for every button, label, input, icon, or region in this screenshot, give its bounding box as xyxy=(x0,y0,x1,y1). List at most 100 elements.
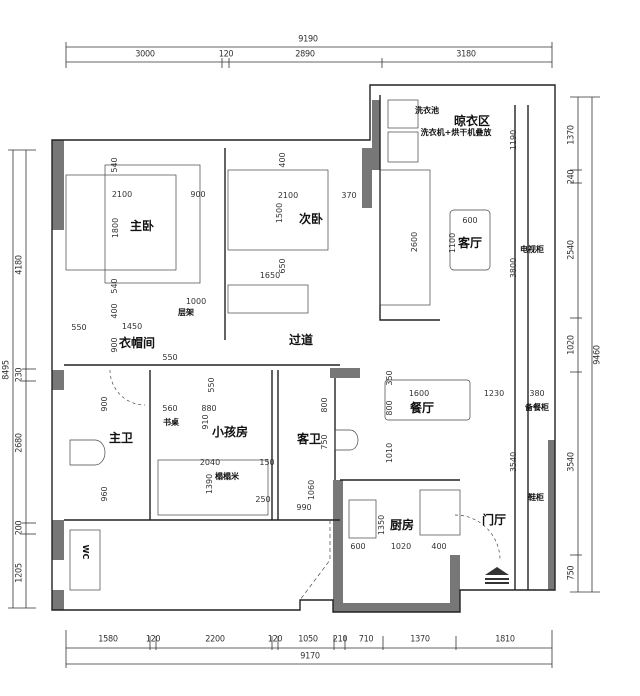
room-guest-bath: 客卫 xyxy=(296,432,322,446)
dim: 3540 xyxy=(509,451,518,473)
dim: 2040 xyxy=(199,458,221,467)
dim-bottom-4: 120 xyxy=(267,634,283,645)
dim: 2600 xyxy=(410,231,419,253)
dim-bottom-5: 1050 xyxy=(298,634,318,645)
dim-top-total: 9190 xyxy=(298,34,318,45)
note-tatami: 榻榻米 xyxy=(215,472,239,481)
dim-bottom-8: 1370 xyxy=(410,634,430,645)
dim-bottom-3: 2200 xyxy=(205,634,225,645)
dim-bottom-6: 210 xyxy=(332,634,348,645)
dim-left-2: 230 xyxy=(14,367,25,383)
dim: 1600 xyxy=(408,389,430,398)
dim: 1020 xyxy=(390,542,412,551)
dim: 1060 xyxy=(307,479,316,501)
dim-bottom-2: 120 xyxy=(145,634,161,645)
dim-left-1: 4180 xyxy=(14,255,25,275)
dim-right-3: 2540 xyxy=(566,240,577,260)
dim: 1100 xyxy=(448,232,457,254)
dim-top-2: 120 xyxy=(218,49,234,60)
room-walk-in-closet: 衣帽间 xyxy=(118,336,156,350)
dim: 540 xyxy=(110,157,119,173)
room-corridor: 过道 xyxy=(288,333,314,347)
dim-left-3: 2680 xyxy=(14,433,25,453)
dim: 540 xyxy=(110,278,119,294)
dimension-lines xyxy=(8,42,600,668)
dim: 900 xyxy=(100,396,109,412)
dim: 990 xyxy=(296,503,312,512)
dim: 600 xyxy=(350,542,366,551)
note-washer-dryer: 洗衣机+烘干机叠放 xyxy=(420,128,492,137)
dim-bottom-9: 1810 xyxy=(495,634,515,645)
dim: 1230 xyxy=(483,389,505,398)
dim-left-5: 1205 xyxy=(14,563,25,583)
dim-right-total: 9460 xyxy=(592,345,603,365)
dim: 910 xyxy=(201,414,210,430)
dim: 2100 xyxy=(111,190,133,199)
dim: 800 xyxy=(320,397,329,413)
note-desk: 书桌 xyxy=(163,418,179,427)
room-kitchen: 厨房 xyxy=(389,518,415,532)
dim: 880 xyxy=(201,404,217,413)
dim-bottom-total: 9170 xyxy=(300,651,320,662)
note-shelf: 层架 xyxy=(178,308,194,317)
dim: 400 xyxy=(278,152,287,168)
dim: 250 xyxy=(255,495,271,504)
walls xyxy=(51,84,556,613)
room-dining: 餐厅 xyxy=(409,401,435,415)
dim: 1800 xyxy=(111,217,120,239)
note-shoe-cabinet: 鞋柜 xyxy=(528,493,544,502)
dim: 900 xyxy=(190,190,206,199)
room-master-bath: 主卫 xyxy=(108,431,134,445)
room-second-bedroom: 次卧 xyxy=(298,212,324,226)
dim: 560 xyxy=(162,404,178,413)
furniture xyxy=(65,99,501,601)
dim: 1350 xyxy=(377,514,386,536)
dim-right-4: 1020 xyxy=(566,335,577,355)
dim: 1010 xyxy=(385,442,394,464)
dim-right-1: 1370 xyxy=(566,125,577,145)
dim: 380 xyxy=(529,389,545,398)
dim: 1500 xyxy=(275,202,284,224)
structural-walls xyxy=(52,100,555,612)
dim-top-1: 3000 xyxy=(135,49,155,60)
dim: 900 xyxy=(110,337,119,353)
dim: 550 xyxy=(162,353,178,362)
dim: 1650 xyxy=(259,271,281,280)
note-laundry-sink: 洗衣池 xyxy=(415,106,439,115)
dim: 800 xyxy=(385,400,394,416)
note-tv-cabinet: 电视柜 xyxy=(520,245,544,254)
dim: 750 xyxy=(320,434,329,450)
dim: 550 xyxy=(71,323,87,332)
room-kids-room: 小孩房 xyxy=(211,425,249,439)
dim-top-4: 3180 xyxy=(456,49,476,60)
dim: 550 xyxy=(207,377,216,393)
dim: 1450 xyxy=(121,322,143,331)
dim: 3800 xyxy=(509,257,518,279)
dim-left-total: 8495 xyxy=(1,360,12,380)
dim: 370 xyxy=(341,191,357,200)
dim: 400 xyxy=(110,303,119,319)
dim-right-2: 240 xyxy=(566,169,577,185)
dim: 400 xyxy=(431,542,447,551)
dim: 650 xyxy=(278,258,287,274)
dim-right-5: 3540 xyxy=(566,452,577,472)
dim-bottom-7: 710 xyxy=(358,634,374,645)
room-master-bedroom: 主卧 xyxy=(129,219,155,233)
dim-right-6: 750 xyxy=(566,565,577,581)
dim: 1390 xyxy=(205,473,214,495)
dim-bottom-1: 1580 xyxy=(98,634,118,645)
room-drying-area: 晾衣区 xyxy=(453,114,491,128)
dim: 600 xyxy=(462,216,478,225)
dim: 350 xyxy=(385,370,394,386)
dim-left-4: 200 xyxy=(14,520,25,536)
dim-top-3: 2890 xyxy=(295,49,315,60)
dim: 150 xyxy=(259,458,275,467)
dim: 1000 xyxy=(185,297,207,306)
entrance-arrow-icon xyxy=(485,567,509,584)
note-wc: WC xyxy=(81,544,90,560)
dim: 1190 xyxy=(509,129,518,151)
room-foyer: 门厅 xyxy=(481,513,507,527)
dim: 960 xyxy=(100,486,109,502)
